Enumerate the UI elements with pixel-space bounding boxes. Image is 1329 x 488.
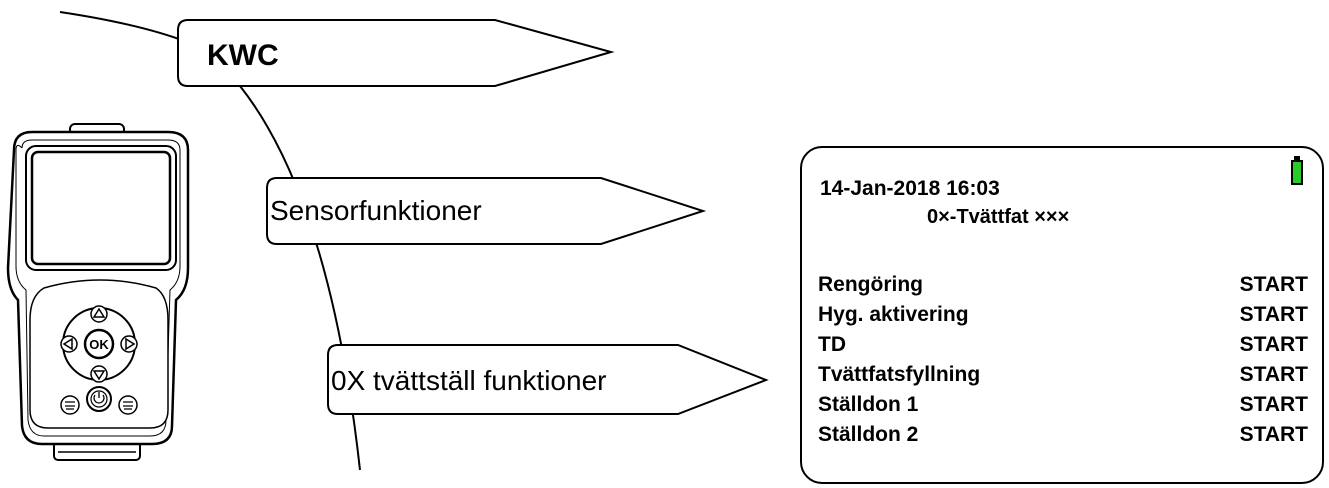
dpad-left-button[interactable] [60,335,78,353]
menu-row[interactable]: Hyg. aktivering START [818,304,1308,334]
ok-button-label: OK [89,337,109,352]
device-screen-mockup: 14-Jan-2018 16:03 0×-Tvättfat ××× Rengör… [800,146,1324,484]
dpad-right-button[interactable] [120,335,138,353]
device-display [30,150,172,266]
menu-node-kwc-label: KWC [207,39,279,72]
menu-row-start[interactable]: START [1239,333,1308,356]
menu-node-0x-tvattstall-funktioner[interactable]: 0X tvättställ funktioner [327,344,769,415]
menu-row-start[interactable]: START [1239,273,1308,296]
menu-node-0x-label: 0X tvättställ funktioner [331,365,606,396]
dpad-up-button[interactable] [90,305,108,323]
arrow-left-icon [62,337,73,351]
menu-node-sensorfunktioner[interactable]: Sensorfunktioner [266,177,707,245]
arrow-down-icon [92,370,106,381]
arrow-right-icon [125,337,136,351]
softkey-right-icon [123,401,133,410]
menu-row-start[interactable]: START [1239,423,1308,446]
power-button[interactable] [86,386,112,412]
menu-row-name: Rengöring [818,273,923,296]
handheld-device: OK [6,123,190,461]
menu-row[interactable]: Rengöring START [818,274,1308,304]
softkey-left-icon [65,401,75,410]
screen-subtitle: 0×-Tvättfat ××× [927,206,1070,228]
arrow-up-icon [92,307,106,318]
menu-row[interactable]: Tvättfatsfyllning START [818,364,1308,394]
screen-datetime: 14-Jan-2018 16:03 [820,177,1000,200]
menu-row[interactable]: TD START [818,334,1308,364]
menu-node-kwc[interactable]: KWC [177,19,615,87]
ok-button[interactable]: OK [83,328,115,360]
menu-row-name: TD [818,333,846,356]
menu-row[interactable]: Ställdon 1 START [818,394,1308,424]
battery-terminal [1294,156,1300,160]
battery-icon [1291,160,1303,185]
menu-row[interactable]: Ställdon 2 START [818,424,1308,454]
softkey-right-button[interactable] [118,395,138,415]
menu-row-name: Hyg. aktivering [818,303,969,326]
softkey-left-button[interactable] [60,395,80,415]
menu-node-sensorfunktioner-label: Sensorfunktioner [270,195,482,226]
menu-row-name: Tvättfatsfyllning [818,363,981,386]
menu-row-start[interactable]: START [1239,393,1308,416]
menu-row-start[interactable]: START [1239,303,1308,326]
menu-row-start[interactable]: START [1239,363,1308,386]
power-icon [93,392,105,404]
menu-row-name: Ställdon 1 [818,393,919,416]
menu-row-name: Ställdon 2 [818,423,919,446]
dpad-down-button[interactable] [90,365,108,383]
